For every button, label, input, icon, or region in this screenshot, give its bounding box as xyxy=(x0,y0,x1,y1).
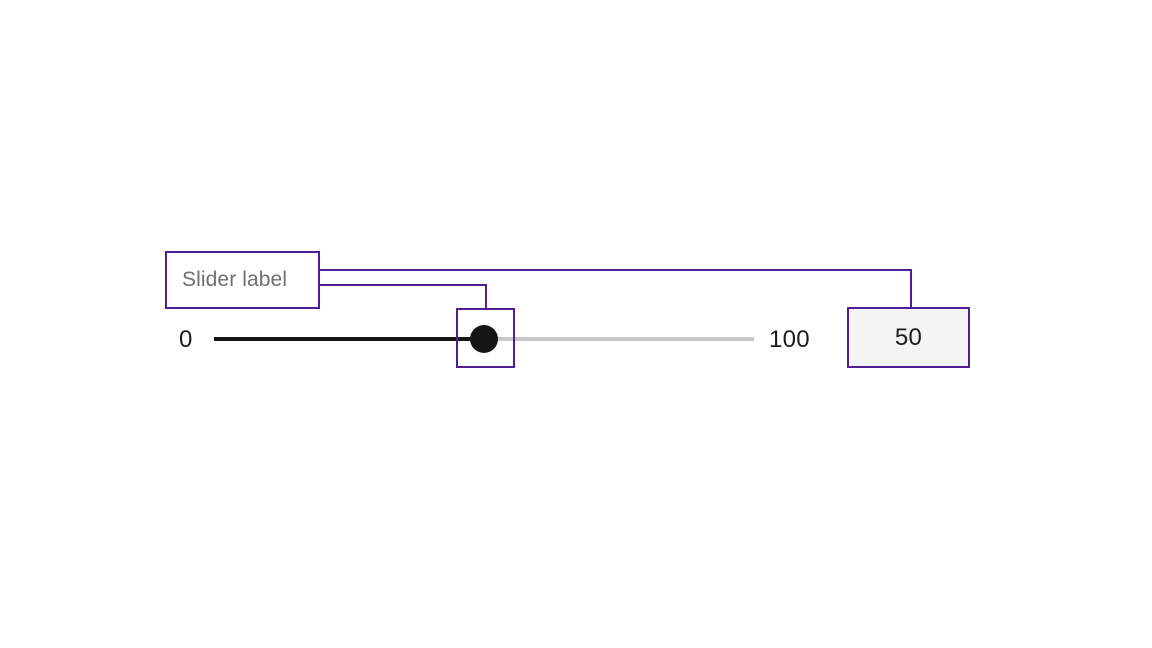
slider-track-filled[interactable] xyxy=(214,337,484,341)
annotation-box-slider-label: Slider label xyxy=(165,251,320,309)
slider-track[interactable] xyxy=(214,325,754,353)
annotation-box-slider-value-input[interactable]: 50 xyxy=(847,307,970,368)
annotation-box-slider-thumb xyxy=(456,308,515,368)
connector-line-to-thumb-vertical xyxy=(485,284,487,310)
connector-line-to-value-field-horizontal xyxy=(320,269,912,271)
connector-line-to-thumb-horizontal xyxy=(320,284,487,286)
slider-label: Slider label xyxy=(182,268,288,291)
slider-value-input[interactable]: 50 xyxy=(894,323,923,351)
slider-control[interactable]: 0 100 xyxy=(165,320,845,360)
slider-thumb[interactable] xyxy=(470,325,498,353)
connector-line-to-value-field-vertical xyxy=(910,269,912,309)
slider-max-label: 100 xyxy=(769,326,810,353)
slider-min-label: 0 xyxy=(179,326,193,353)
